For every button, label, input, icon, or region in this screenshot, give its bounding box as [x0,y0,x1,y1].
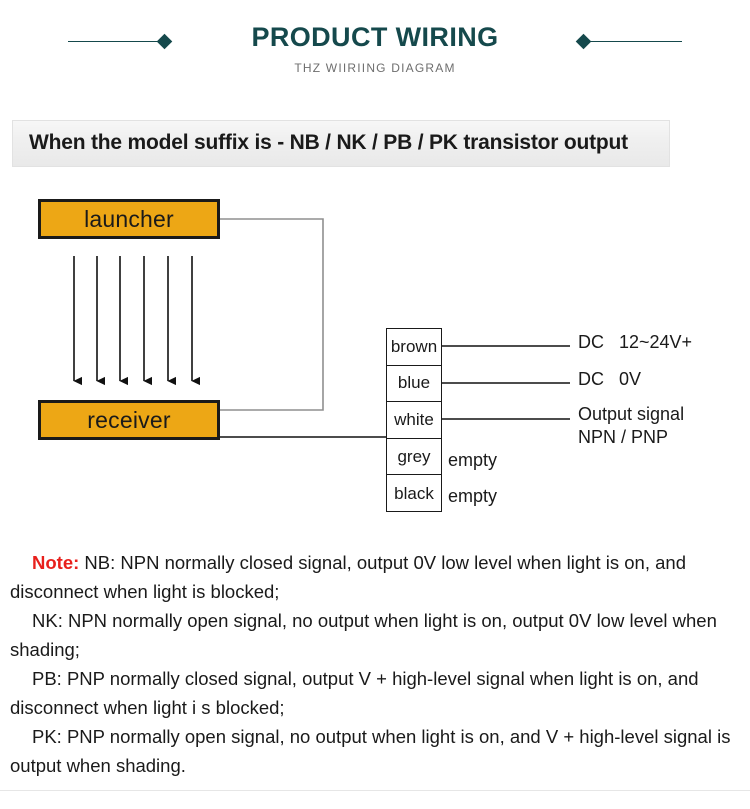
note-label: Note: [32,552,80,573]
terminal-row-blue: blue [387,366,441,403]
model-suffix-text: When the model suffix is - NB / NK / PB … [29,131,628,154]
terminal-block: brown blue white grey black [386,328,442,512]
wire-label-blue: DC 0V [578,369,642,389]
page-subtitle: THZ WIIRIING DIAGRAM [294,61,456,75]
note-text-nk: NK: NPN normally open signal, no output … [10,610,717,660]
note-text-nb: NB: NPN normally closed signal, output 0… [10,552,686,602]
wire-label-white: Output signal NPN / PNP [578,404,685,447]
note-text-pk: PK: PNP normally open signal, no output … [10,726,731,776]
terminal-row-black: black [394,483,434,503]
terminal-row-brown: brown [387,329,441,366]
model-suffix-banner: When the model suffix is - NB / NK / PB … [12,120,670,167]
header-left-rule [68,41,160,42]
launcher-label: launcher [84,205,174,232]
note-paragraph-nk: NK: NPN normally open signal, no output … [10,606,742,664]
terminal-row-white: white [387,402,441,439]
sync-wire [220,218,324,411]
terminal-row-grey: grey [387,439,441,476]
page-title: PRODUCT WIRING [251,22,499,52]
launcher-box: launcher [38,199,220,239]
page-header: PRODUCT WIRING THZ WIIRIING DIAGRAM [0,0,750,105]
header-right-rule [590,41,682,42]
wire-label-grey: empty [448,450,498,470]
bottom-divider [0,790,750,791]
note-paragraph-nb: Note: NB: NPN normally closed signal, ou… [10,548,742,606]
beam-arrows [73,256,200,386]
notes-section: Note: NB: NPN normally closed signal, ou… [10,548,742,780]
note-paragraph-pk: PK: PNP normally open signal, no output … [10,722,742,780]
note-text-pb: PB: PNP normally closed signal, output V… [10,668,699,718]
receiver-label: receiver [87,406,171,433]
note-paragraph-pb: PB: PNP normally closed signal, output V… [10,664,742,722]
receiver-box: receiver [38,400,220,440]
wire-label-brown: DC 12~24V+ [578,332,693,352]
wire-label-black: empty [448,486,498,506]
